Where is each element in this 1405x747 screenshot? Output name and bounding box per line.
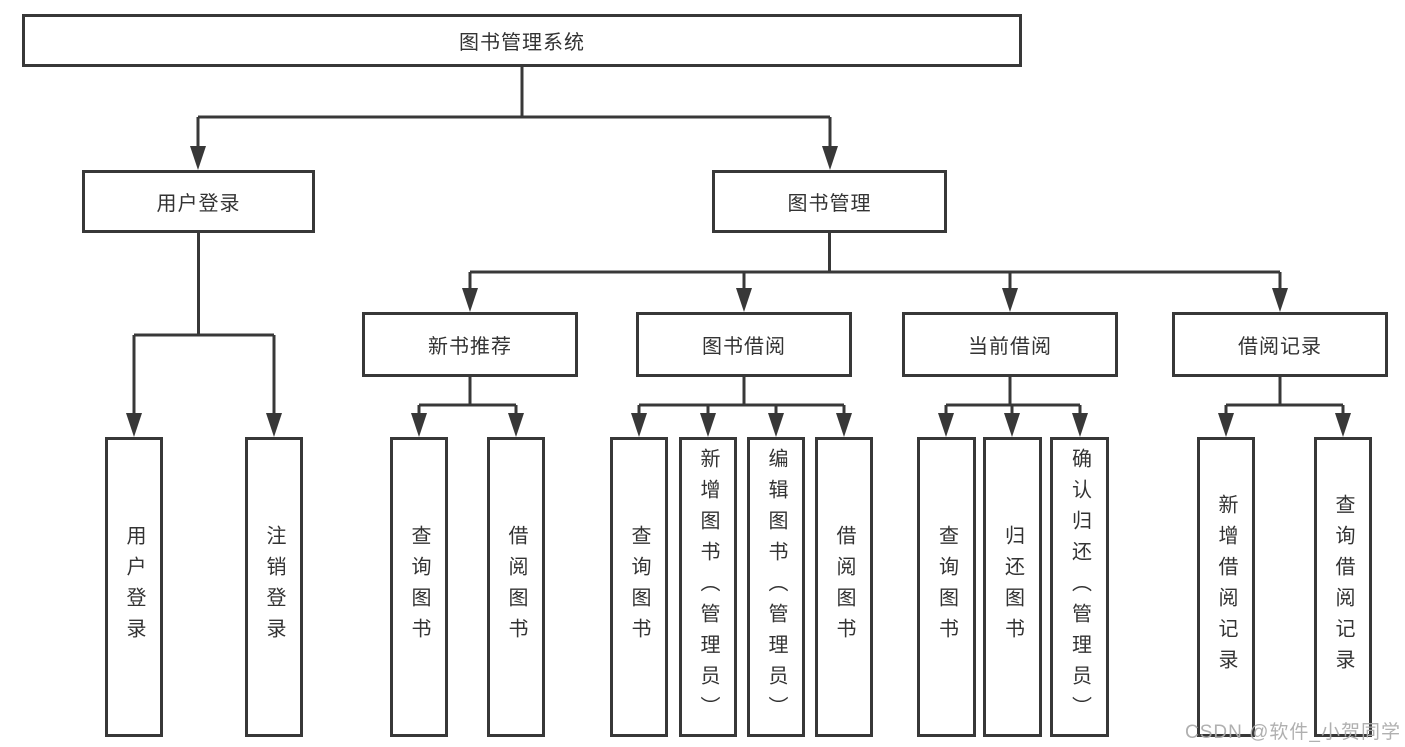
leaf-confirm-return-admin: 确认归还（管理员）	[1050, 437, 1109, 737]
node-borrowing-records: 借阅记录	[1172, 312, 1388, 377]
leaf-query-books-recommend: 查询图书	[390, 437, 448, 737]
leaf-query-books-borrowing: 查询图书	[610, 437, 668, 737]
node-user-login: 用户登录	[82, 170, 315, 233]
watermark: CSDN @软件_小贺同学	[1185, 722, 1401, 743]
node-book-management: 图书管理	[712, 170, 947, 233]
leaf-borrow-books-borrowing: 借阅图书	[815, 437, 873, 737]
leaf-logout: 注销登录	[245, 437, 303, 737]
leaf-edit-book-admin: 编辑图书（管理员）	[747, 437, 805, 737]
leaf-return-book: 归还图书	[983, 437, 1042, 737]
leaf-query-books-current: 查询图书	[917, 437, 976, 737]
leaf-add-borrow-record: 新增借阅记录	[1197, 437, 1255, 737]
node-current-borrowing: 当前借阅	[902, 312, 1118, 377]
leaf-query-borrow-record: 查询借阅记录	[1314, 437, 1372, 737]
node-new-book-recommendation: 新书推荐	[362, 312, 578, 377]
leaf-add-book-admin: 新增图书（管理员）	[679, 437, 737, 737]
leaf-user-login: 用户登录	[105, 437, 163, 737]
leaf-borrow-books-recommend: 借阅图书	[487, 437, 545, 737]
node-book-borrowing: 图书借阅	[636, 312, 852, 377]
node-library-management-system: 图书管理系统	[22, 14, 1022, 67]
